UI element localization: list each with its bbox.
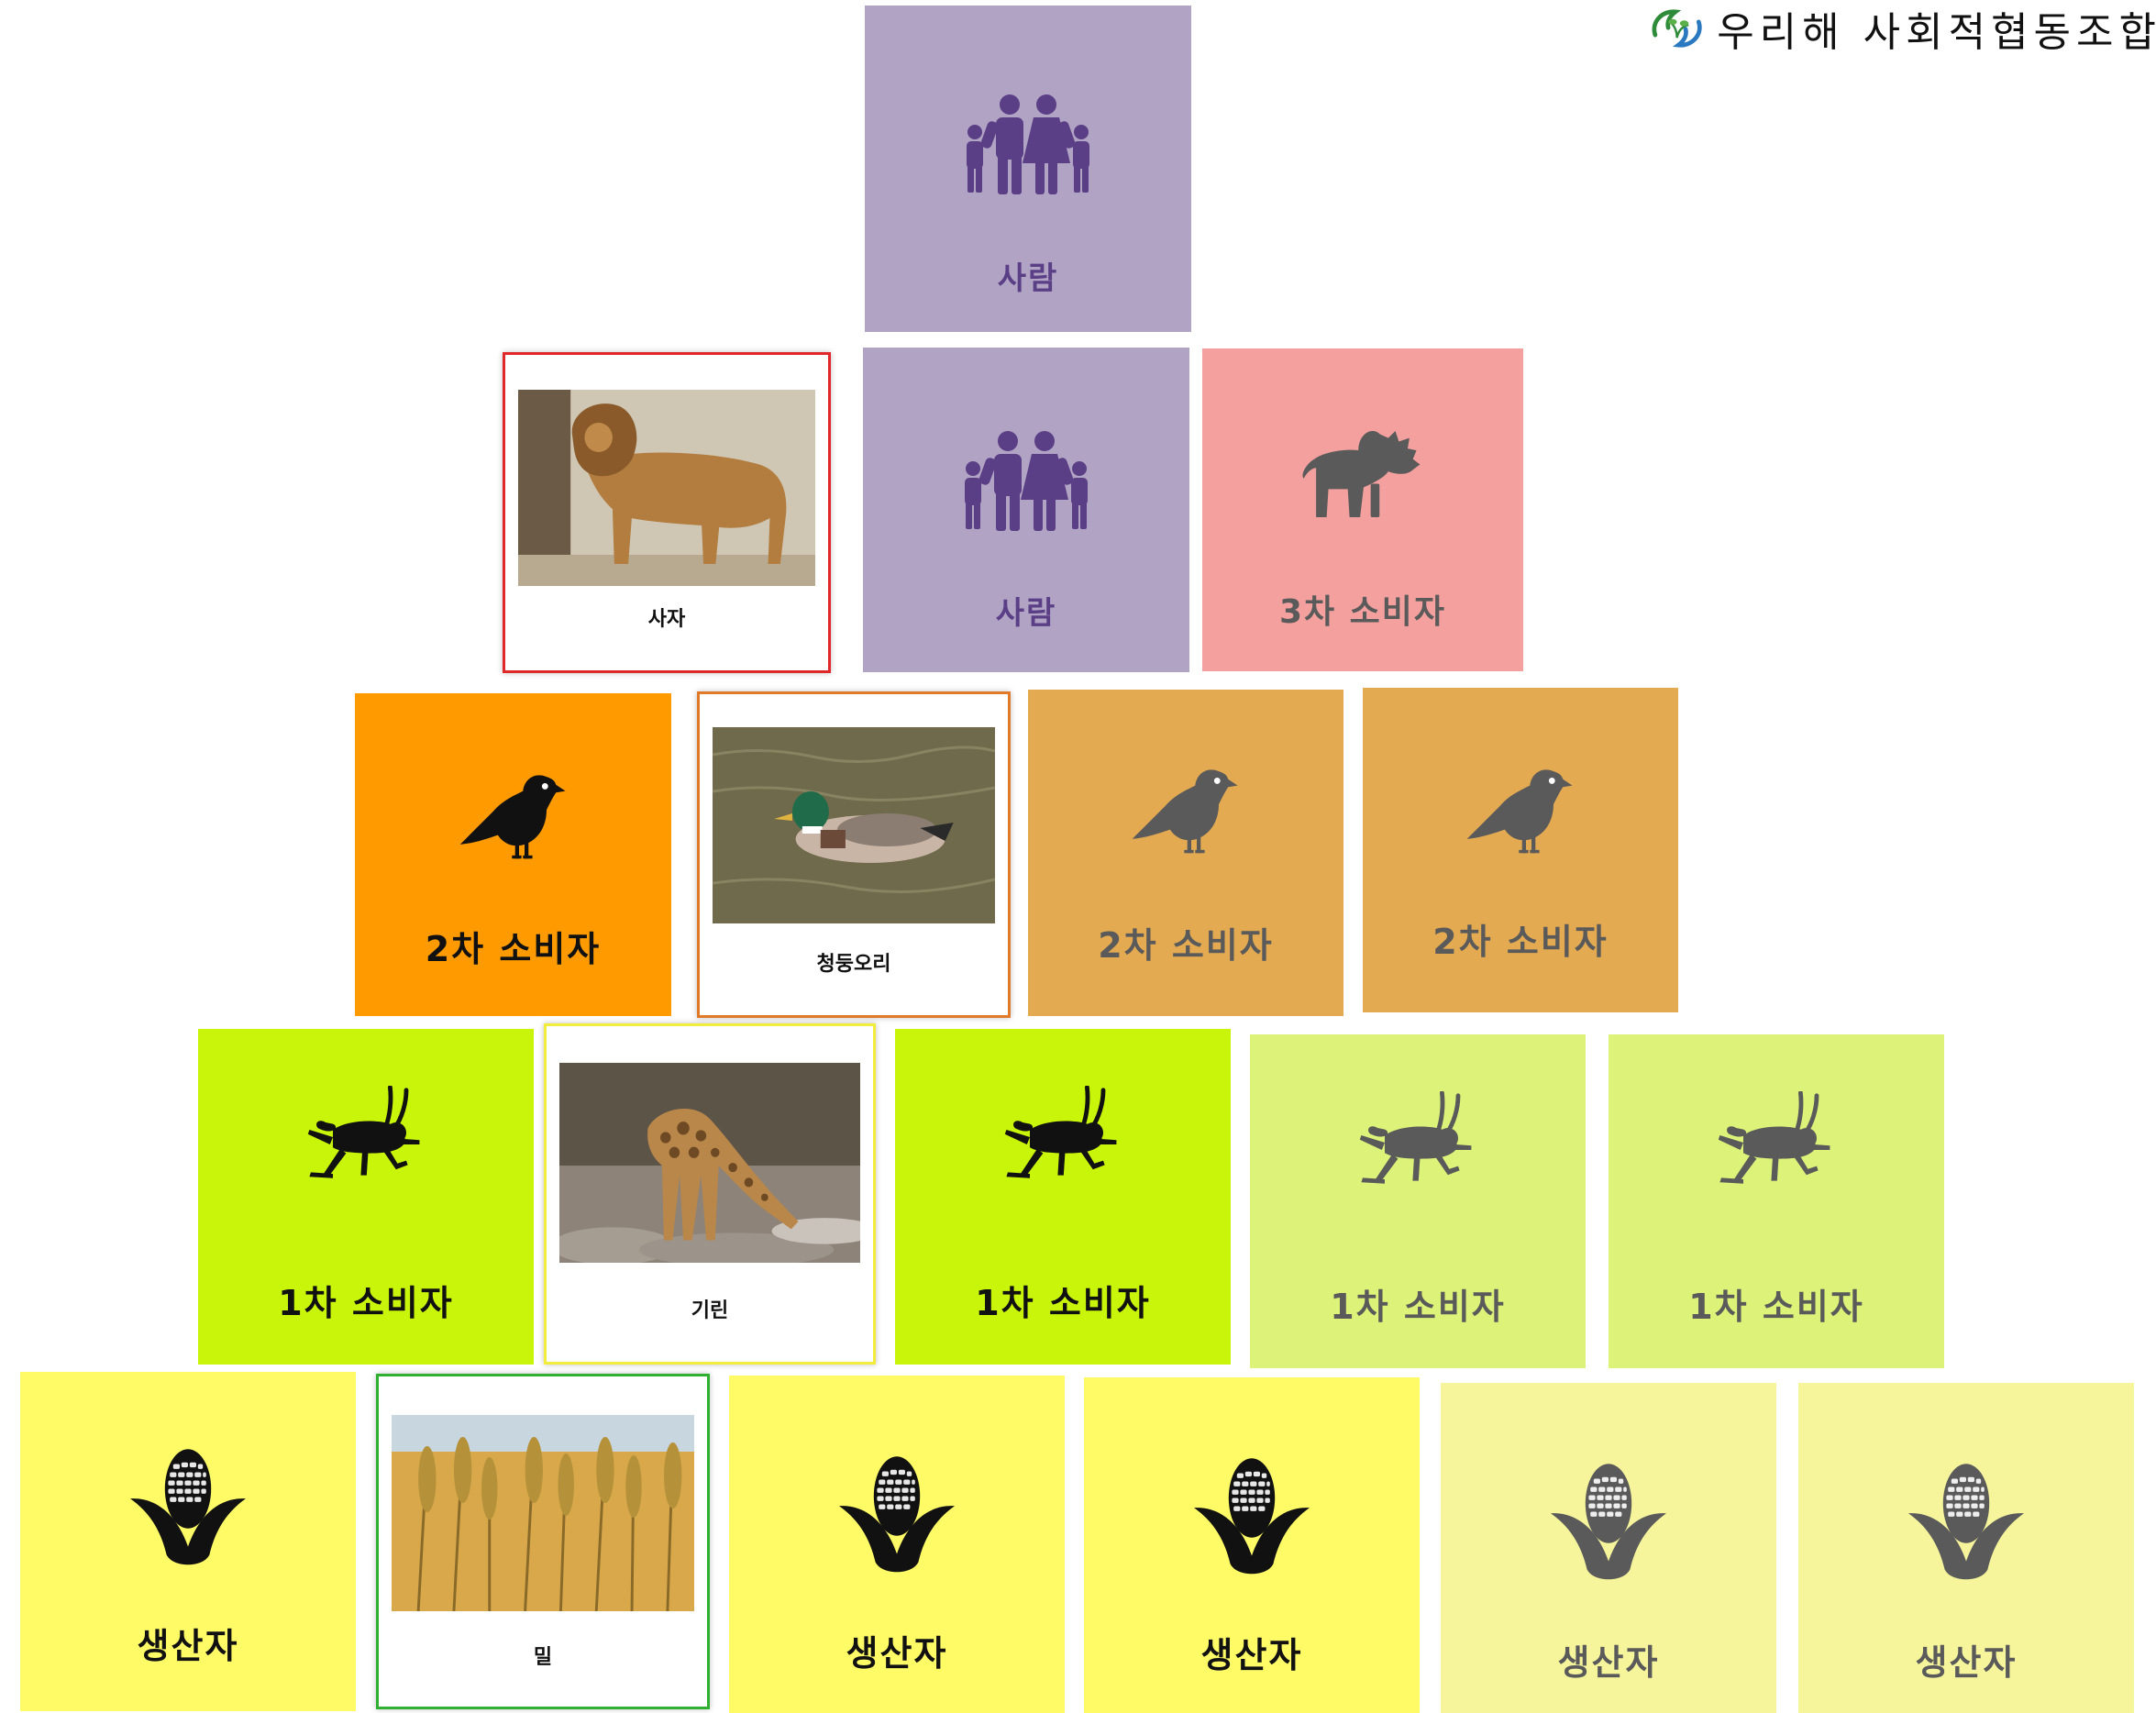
photo-label: 기린: [691, 1299, 729, 1322]
brand-name: 우리해 사회적협동조합: [1717, 9, 2156, 56]
tier-label: 사람: [997, 260, 1059, 297]
tier-card-producer-active[interactable]: 생산자: [20, 1372, 356, 1711]
grasshopper-icon: [304, 1077, 428, 1190]
tier-label: 사람: [995, 595, 1057, 632]
photo-label: 청둥오리: [816, 953, 891, 976]
bird-icon: [1131, 763, 1241, 858]
tier-label: 생산자: [1557, 1642, 1660, 1683]
tier-label: 생산자: [1200, 1635, 1303, 1675]
tier-label: 2차 소비자: [1098, 925, 1274, 966]
tier-label: 1차 소비자: [1330, 1287, 1506, 1327]
family-icon: [955, 94, 1101, 194]
tier-label: 1차 소비자: [975, 1283, 1151, 1323]
tier-card-secondary-consumer[interactable]: 2차 소비자: [1028, 690, 1343, 1016]
tier-card-producer[interactable]: 생산자: [1441, 1383, 1776, 1713]
tier-card-producer-active[interactable]: 생산자: [1084, 1377, 1420, 1713]
corn-icon: [130, 1447, 246, 1572]
tier-label: 1차 소비자: [278, 1283, 454, 1323]
tier-card-tertiary-consumer[interactable]: 3차 소비자: [1202, 348, 1523, 671]
photo-label: 사자: [647, 608, 686, 631]
tier-card-primary-consumer[interactable]: 1차 소비자: [1609, 1034, 1944, 1368]
leaf-logo-icon: [1652, 9, 1702, 48]
tier-card-producer-active[interactable]: 생산자: [729, 1376, 1065, 1713]
bird-icon: [1465, 763, 1576, 858]
tier-card-secondary-consumer-active[interactable]: 2차 소비자: [355, 693, 671, 1016]
tier-label: 2차 소비자: [1432, 922, 1609, 962]
grasshopper-icon: [1355, 1082, 1480, 1196]
tier-card-secondary-consumer[interactable]: 2차 소비자: [1363, 688, 1678, 1012]
lion-photo: [518, 390, 815, 586]
tier-card-primary-consumer-active[interactable]: 1차 소비자: [895, 1029, 1231, 1365]
photo-card-lion[interactable]: 사자: [503, 352, 831, 673]
tier-card-human-top[interactable]: 사람: [865, 6, 1191, 332]
wheat-photo: [392, 1415, 694, 1611]
tier-label: 생산자: [1915, 1642, 2018, 1683]
photo-label: 밀: [533, 1646, 553, 1669]
tier-card-human[interactable]: 사람: [863, 348, 1189, 672]
tier-label: 2차 소비자: [425, 929, 602, 969]
photo-card-wheat[interactable]: 밀: [376, 1374, 710, 1709]
photo-card-giraffe[interactable]: 기린: [544, 1023, 876, 1365]
family-icon: [953, 430, 1100, 531]
grasshopper-icon: [1714, 1082, 1839, 1196]
photo-card-duck[interactable]: 청둥오리: [697, 691, 1011, 1018]
corn-icon: [1551, 1462, 1666, 1586]
tier-card-primary-consumer[interactable]: 1차 소비자: [1250, 1034, 1586, 1368]
tier-label: 3차 소비자: [1278, 593, 1447, 631]
tier-label: 생산자: [137, 1626, 239, 1666]
tier-label: 생산자: [846, 1633, 948, 1674]
brand-logo: 우리해 사회적협동조합: [1648, 0, 2156, 57]
tier-card-primary-consumer-active[interactable]: 1차 소비자: [198, 1029, 534, 1365]
bird-icon: [459, 768, 569, 864]
tier-label: 1차 소비자: [1688, 1287, 1864, 1327]
corn-icon: [1908, 1462, 2024, 1586]
grasshopper-icon: [1001, 1077, 1125, 1190]
lion-icon: [1297, 425, 1429, 523]
corn-icon: [1194, 1456, 1310, 1581]
duck-photo: [713, 727, 995, 923]
corn-icon: [839, 1454, 955, 1579]
giraffe-photo: [559, 1063, 860, 1263]
tier-card-producer[interactable]: 생산자: [1798, 1383, 2134, 1713]
